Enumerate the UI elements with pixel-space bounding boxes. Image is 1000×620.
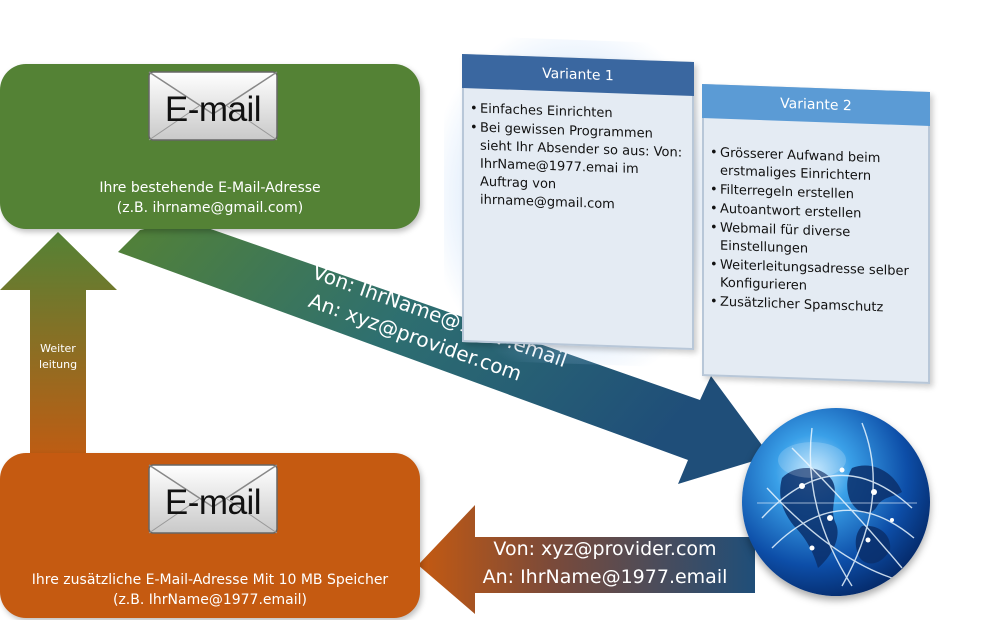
existing-email-line2: (z.B. ihrname@gmail.com) <box>116 200 304 216</box>
existing-email-caption: Ihre bestehende E-Mail-Adresse (z.B. ihr… <box>0 178 420 218</box>
forward-label-line1: Weiter <box>40 342 76 355</box>
envelope-label: E-mail <box>164 483 262 522</box>
variante2-panel: Variante 2 Grösserer Aufwand beim erstma… <box>702 84 930 384</box>
envelope-icon: E-mail <box>147 70 279 142</box>
list-item: Bei gewissen Programmen sieht Ihr Absend… <box>470 119 688 217</box>
incoming-from: Von: xyz@provider.com <box>493 538 717 560</box>
variante2-list: Grösserer Aufwand beim erstmaliges Einri… <box>710 144 924 319</box>
variante1-list: Einfaches Einrichten Bei gewissen Progra… <box>470 100 688 218</box>
additional-email-line2: (z.B. IhrName@1977.email) <box>113 592 307 608</box>
variante1-panel: Variante 1 Einfaches Einrichten Bei gewi… <box>444 35 712 369</box>
forward-label: Weiter leitung <box>30 341 86 373</box>
existing-email-line1: Ihre bestehende E-Mail-Adresse <box>99 180 321 196</box>
globe-icon <box>742 408 930 596</box>
additional-email-line1: Ihre zusätzliche E-Mail-Adresse Mit 10 M… <box>31 572 389 588</box>
incoming-arrow <box>418 505 755 614</box>
list-item: Grösserer Aufwand beim erstmaliges Einri… <box>710 144 924 187</box>
envelope-icon: E-mail <box>147 463 279 535</box>
additional-email-caption: Ihre zusätzliche E-Mail-Adresse Mit 10 M… <box>0 570 420 610</box>
list-item: Webmail für diverse Einstellungen <box>710 219 924 262</box>
outgoing-arrow <box>118 220 770 484</box>
incoming-arrow-label: Von: xyz@provider.com An: IhrName@1977.e… <box>475 535 735 591</box>
envelope-label: E-mail <box>164 90 262 129</box>
forward-arrow <box>0 232 117 470</box>
list-item: Weiterleitungsadresse selber Konfigurier… <box>710 256 924 299</box>
forward-label-line2: leitung <box>38 358 78 371</box>
incoming-to: An: IhrName@1977.email <box>482 566 728 588</box>
